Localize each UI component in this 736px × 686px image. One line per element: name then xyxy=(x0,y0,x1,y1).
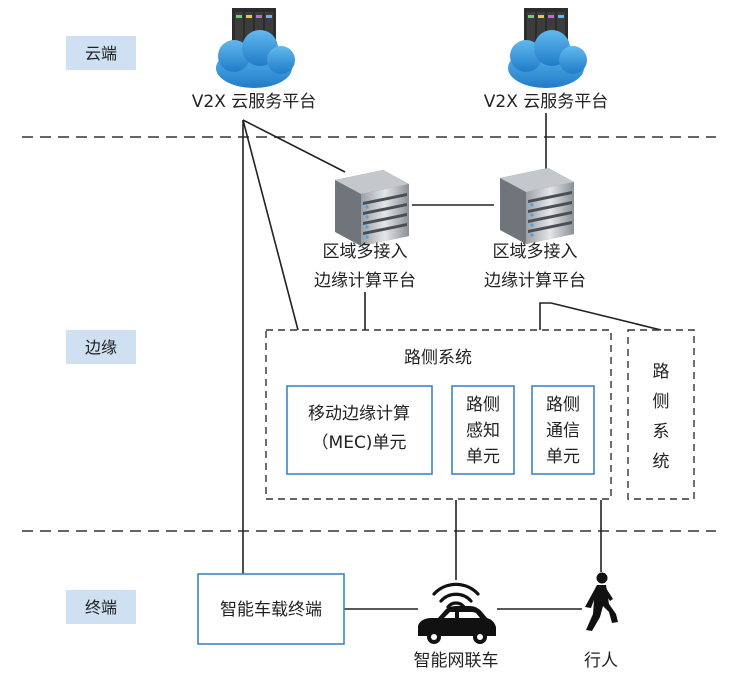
svg-text:通信: 通信 xyxy=(546,421,580,441)
roadside-system-side-box xyxy=(627,329,695,500)
edge-server-icon xyxy=(500,168,574,244)
connected-car-icon xyxy=(418,582,496,644)
cloud-server-icon xyxy=(216,8,295,88)
link-edge-right-to-roadside xyxy=(539,302,551,330)
cloud-platform-left-label: V2X 云服务平台 xyxy=(192,92,317,112)
svg-text:云端: 云端 xyxy=(85,44,117,63)
edge-platform-right-label-line1: 区域多接入 xyxy=(493,242,578,262)
connected-car-label: 智能网联车 xyxy=(414,651,499,671)
svg-text:单元: 单元 xyxy=(466,447,500,467)
link-cloud-left-to-edge-left xyxy=(242,119,346,173)
mec-unit: 移动边缘计算 （MEC)单元 xyxy=(286,385,433,475)
svg-text:单元: 单元 xyxy=(546,447,580,467)
onboard-terminal-unit: 智能车载终端 xyxy=(197,573,345,645)
svg-text:移动边缘计算: 移动边缘计算 xyxy=(308,404,410,424)
svg-text:路侧: 路侧 xyxy=(466,395,500,415)
tier-label-edge: 边缘 xyxy=(66,330,136,364)
svg-text:统: 统 xyxy=(653,452,670,472)
svg-text:系: 系 xyxy=(653,422,670,442)
cloud-platform-right-label: V2X 云服务平台 xyxy=(484,92,609,112)
link-cloud-left-to-roadside xyxy=(242,119,299,331)
svg-text:终端: 终端 xyxy=(85,598,117,617)
svg-text:（MEC)单元: （MEC)单元 xyxy=(312,433,407,453)
pedestrian-label: 行人 xyxy=(584,651,618,671)
pedestrian-icon xyxy=(585,572,618,631)
svg-text:感知: 感知 xyxy=(466,421,500,441)
wifi-signal-icon xyxy=(432,582,480,609)
link-edge-right-to-side-roadside xyxy=(550,302,662,331)
edge-platform-right-label-line2: 边缘计算平台 xyxy=(484,271,586,291)
cloud-server-icon xyxy=(508,8,587,88)
car-icon xyxy=(418,606,496,644)
roadside-communication-unit: 路侧 通信 单元 xyxy=(531,385,595,475)
svg-text:路侧: 路侧 xyxy=(546,395,580,415)
edge-platform-left-label-line2: 边缘计算平台 xyxy=(314,271,416,291)
roadside-system-main-title: 路侧系统 xyxy=(404,348,472,368)
svg-text:路: 路 xyxy=(653,362,670,382)
connection-lines xyxy=(242,113,662,610)
edge-platform-left-label-line1: 区域多接入 xyxy=(323,242,408,262)
svg-text:边缘: 边缘 xyxy=(85,338,117,357)
roadside-system-side-label: 路 侧 系 统 xyxy=(653,362,670,472)
cloud-icon xyxy=(216,30,295,88)
tier-label-cloud: 云端 xyxy=(66,36,136,70)
svg-text:智能车载终端: 智能车载终端 xyxy=(220,600,322,620)
roadside-sensing-unit: 路侧 感知 单元 xyxy=(451,385,515,475)
svg-text:侧: 侧 xyxy=(653,392,670,412)
roadside-system-main-box xyxy=(265,329,612,500)
edge-server-icon xyxy=(335,170,409,246)
cloud-icon xyxy=(508,30,587,88)
tier-label-terminal: 终端 xyxy=(66,590,136,624)
